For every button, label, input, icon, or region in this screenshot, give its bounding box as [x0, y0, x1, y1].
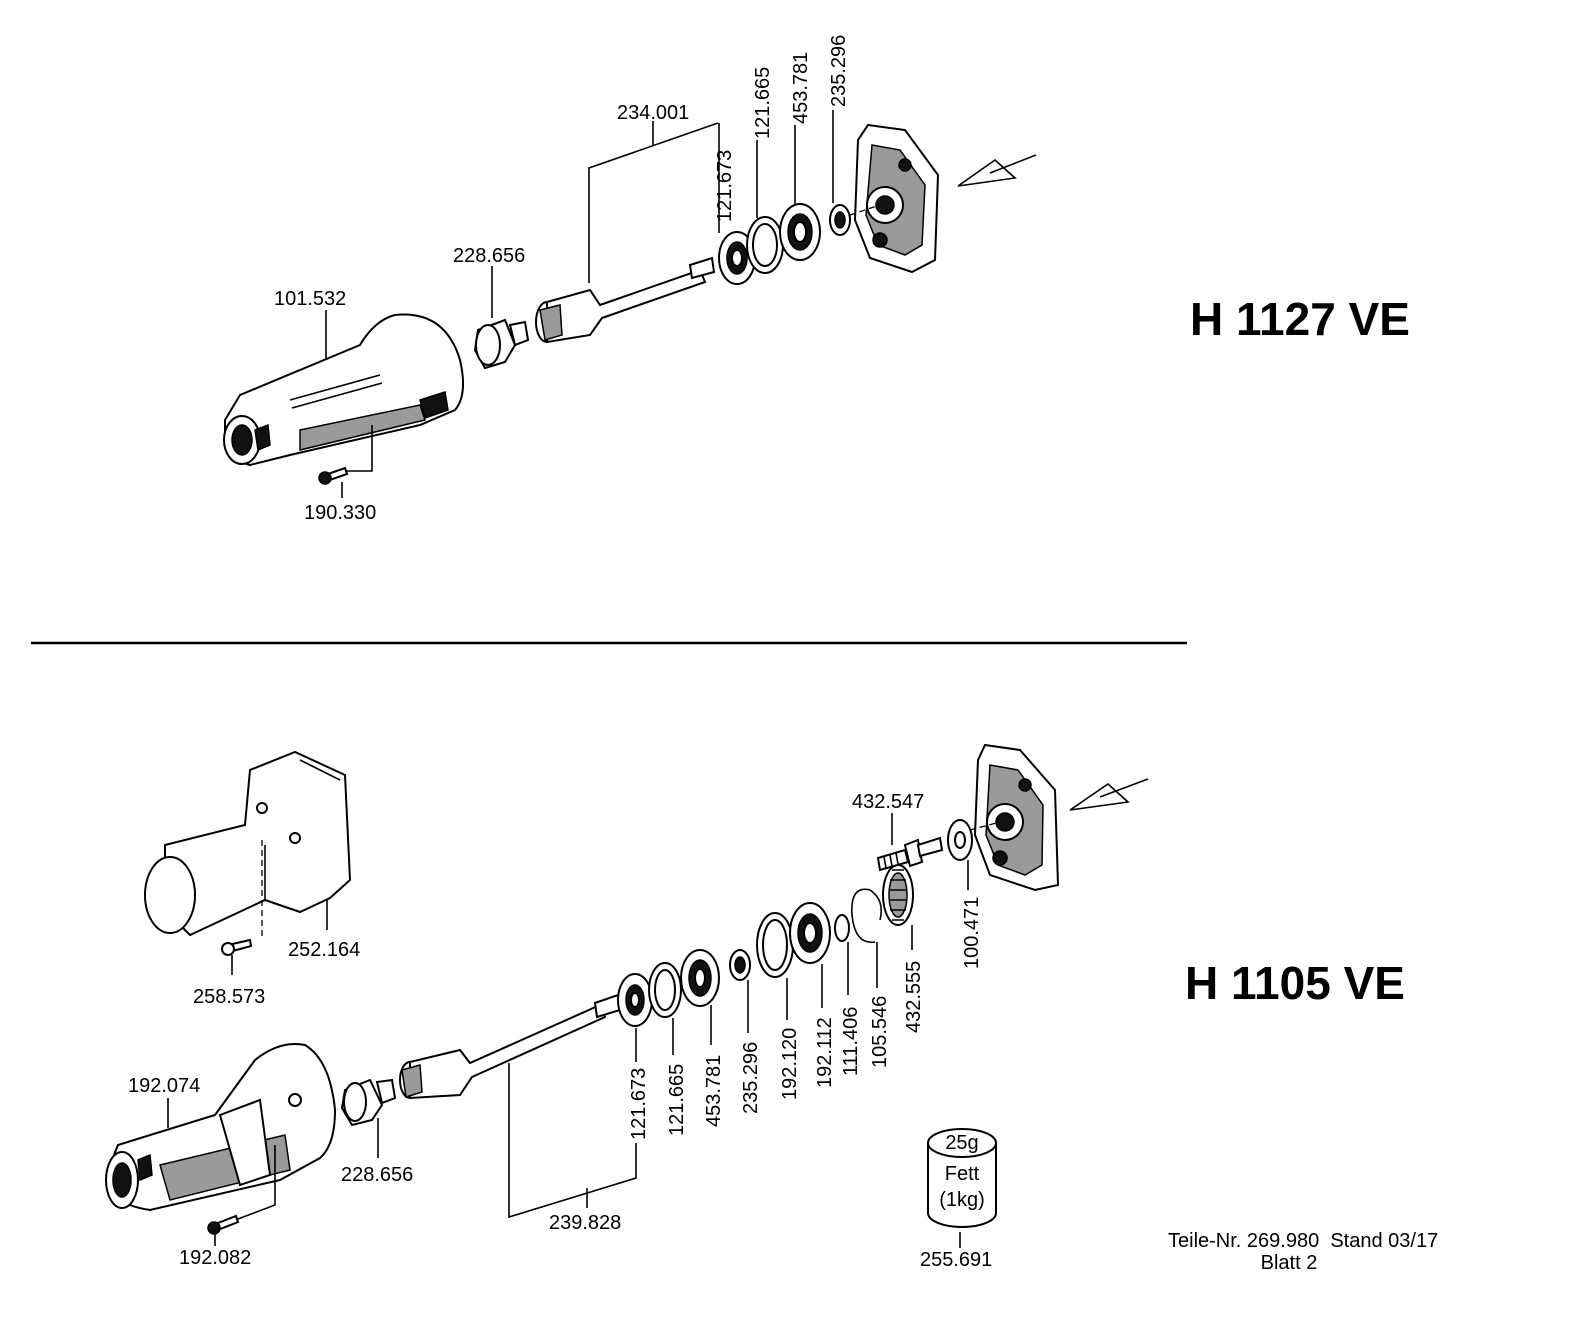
part-label: 101.532	[274, 288, 346, 310]
grease-can-amount: (1kg)	[939, 1189, 985, 1211]
grease-can	[927, 1128, 997, 1228]
adapter-housing-part	[144, 750, 352, 956]
part-label: 453.781	[790, 52, 812, 124]
ring-part	[746, 216, 784, 274]
spindle-part	[535, 256, 716, 344]
part-label: 121.673	[628, 1068, 650, 1140]
part-label: 258.573	[193, 986, 265, 1008]
direction-arrow	[1069, 778, 1149, 811]
ring-part	[756, 912, 794, 978]
part-label: 235.296	[740, 1042, 762, 1114]
bearing-part	[779, 203, 821, 261]
leader-lines	[325, 110, 834, 498]
part-label: 100.471	[961, 897, 983, 969]
part-label: 453.781	[703, 1055, 725, 1127]
gear-housing-part	[849, 123, 940, 274]
footer: Teile-Nr. 269.980 Stand 03/17 Blatt 2	[1168, 1230, 1438, 1274]
leader-lines	[167, 813, 969, 1248]
part-label: 252.164	[288, 939, 360, 961]
housing-part	[223, 313, 465, 467]
snap-ring-part	[851, 888, 883, 944]
section-h1105ve: H 1105 VE 432.547 252.164 258.573 192.07…	[105, 743, 1405, 1271]
part-label: 105.546	[869, 996, 891, 1068]
ring-part	[648, 962, 682, 1018]
part-label: 255.691	[920, 1249, 992, 1271]
grease-can-weight: 25g	[945, 1132, 978, 1154]
gear-housing-part	[969, 743, 1060, 892]
section-title: H 1105 VE	[1185, 957, 1405, 1009]
bearing-part	[617, 973, 653, 1027]
part-label: 111.406	[840, 1007, 862, 1076]
gear-part	[882, 864, 914, 926]
clip-part	[834, 914, 850, 942]
spindle-part	[399, 993, 622, 1100]
part-label: 121.665	[666, 1064, 688, 1136]
part-label: 121.665	[752, 67, 774, 139]
nut-part	[829, 204, 851, 236]
bearing-part	[789, 902, 831, 964]
part-label: 228.656	[453, 245, 525, 267]
part-label: 432.547	[852, 791, 924, 813]
screw-part	[207, 1145, 276, 1235]
screw-part	[318, 425, 373, 485]
washer-part	[947, 819, 973, 861]
footer-sheet: Blatt 2	[1261, 1252, 1318, 1274]
nut-part	[729, 949, 751, 981]
nut-part	[340, 1078, 397, 1127]
nut-part	[473, 318, 530, 370]
part-label: 192.120	[779, 1028, 801, 1100]
section-h1127ve: H 1127 VE 234.001 121.665 453.781 235.29…	[223, 35, 1410, 524]
part-label: 192.082	[179, 1247, 251, 1269]
part-label: 234.001	[617, 102, 689, 124]
housing-part	[105, 1043, 337, 1212]
part-label: 121.673	[714, 150, 736, 222]
section-title: H 1127 VE	[1190, 293, 1410, 345]
bearing-part	[680, 949, 720, 1007]
footer-part-number: Teile-Nr. 269.980 Stand 03/17	[1168, 1230, 1438, 1252]
part-label: 192.112	[814, 1017, 836, 1088]
grease-can-label: Fett	[945, 1163, 980, 1185]
part-label: 192.074	[128, 1075, 200, 1097]
direction-arrow	[957, 154, 1037, 187]
pinion-part	[876, 836, 944, 872]
part-label: 239.828	[549, 1212, 621, 1234]
part-label: 228.656	[341, 1164, 413, 1186]
part-label: 235.296	[828, 35, 850, 107]
part-label: 432.555	[903, 961, 925, 1033]
part-label: 190.330	[304, 502, 376, 524]
